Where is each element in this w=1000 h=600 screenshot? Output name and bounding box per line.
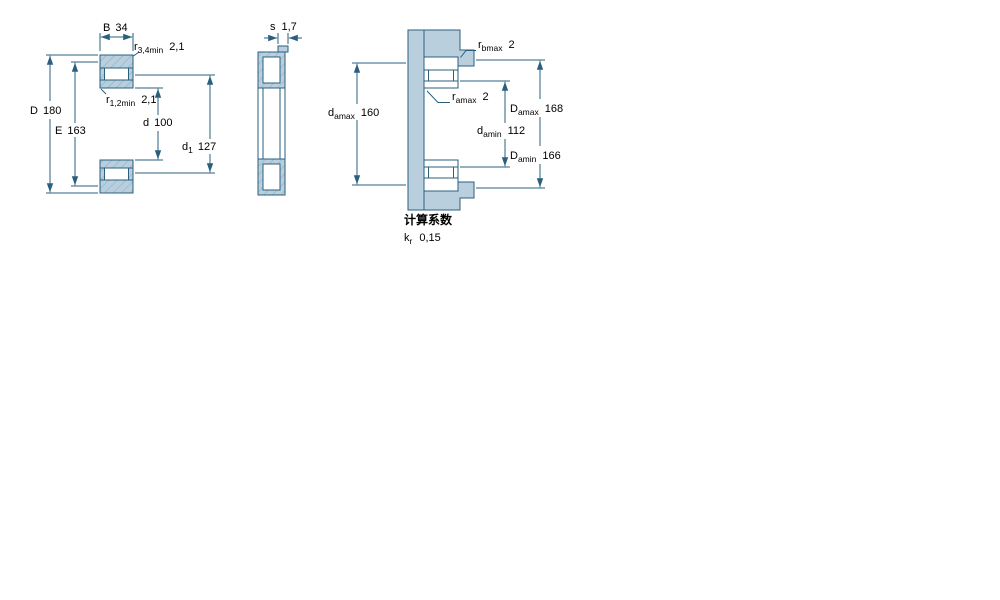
outer-ring-top (99, 54, 134, 69)
inner-ring-top (99, 79, 134, 89)
abut-inner-ring-bottom (423, 159, 459, 168)
inner-flange-bottom-left (99, 167, 105, 181)
abut-outer-ring-top (423, 56, 459, 71)
abut-flange-bottom-left (423, 166, 429, 179)
inner-flange-bottom-right (128, 167, 134, 181)
outer-ring-bottom (99, 179, 134, 194)
shaft-abutment-wall (407, 29, 425, 211)
abut-flange-bottom-right (453, 166, 459, 179)
roller-bottom (104, 167, 129, 181)
inner-ring-bottom (99, 159, 134, 169)
leader-ra (426, 90, 450, 103)
inner-flange-top-right (128, 67, 134, 81)
snap-ring-ledge (277, 45, 289, 53)
side-view-bottom-inner (262, 163, 281, 191)
inner-flange-top-left (99, 67, 105, 81)
abut-outer-ring-bottom (423, 177, 459, 192)
calculation-title: 计算系数 (404, 212, 453, 227)
leader-rb (460, 50, 476, 58)
leader-r12 (100, 88, 107, 95)
abut-roller-bottom (428, 166, 454, 179)
side-view-top-inner (262, 56, 281, 84)
abut-flange-top-right (453, 69, 459, 82)
roller-top (104, 67, 129, 81)
leader-r34 (133, 51, 140, 57)
abut-inner-ring-top (423, 80, 459, 89)
abut-flange-top-left (423, 69, 429, 82)
abut-roller-top (428, 69, 454, 82)
